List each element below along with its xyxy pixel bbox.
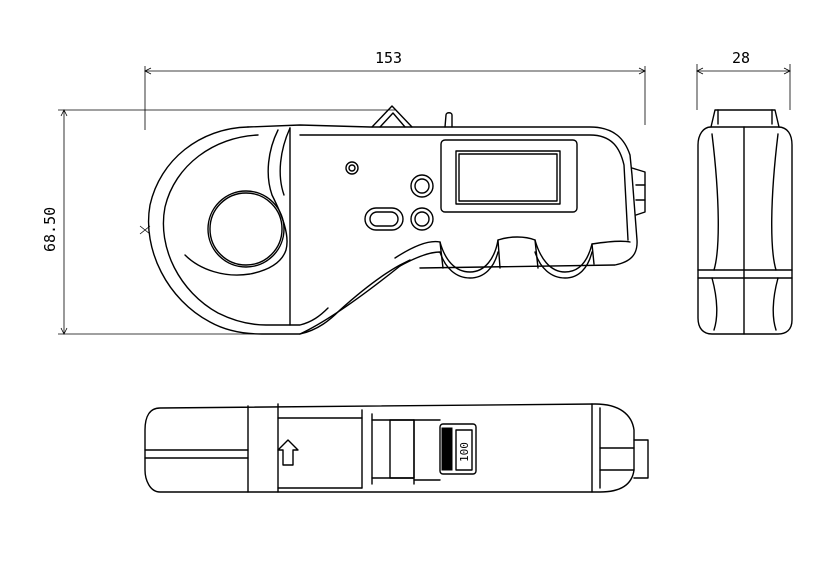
front-view	[139, 105, 646, 335]
lcd-screen	[455, 150, 561, 205]
clamp-jaw	[147, 126, 411, 335]
side-view	[697, 109, 793, 335]
round-button-top[interactable]	[410, 174, 434, 198]
dimension-width-label: 28	[732, 49, 750, 67]
dimension-length: 153	[144, 49, 646, 130]
grip	[394, 236, 631, 273]
dimension-length-label: 153	[375, 49, 402, 67]
dimension-height: 68.50	[41, 109, 395, 335]
body-outline	[247, 124, 638, 269]
round-button-bottom[interactable]	[410, 207, 434, 231]
dimension-width: 28	[696, 49, 791, 110]
dimension-height-label: 68.50	[41, 207, 59, 252]
direction-arrow	[277, 439, 299, 466]
bottom-view: 100	[144, 403, 649, 493]
side-body	[697, 126, 793, 335]
oval-button[interactable]	[364, 207, 404, 231]
jaw-opening	[209, 192, 283, 266]
bottom-body	[144, 403, 635, 493]
slide-switch[interactable]	[439, 423, 477, 475]
trigger-lever	[371, 105, 413, 128]
indicator-light	[345, 161, 359, 175]
switch-label: 100	[458, 442, 471, 462]
lcd-bezel	[440, 139, 578, 213]
